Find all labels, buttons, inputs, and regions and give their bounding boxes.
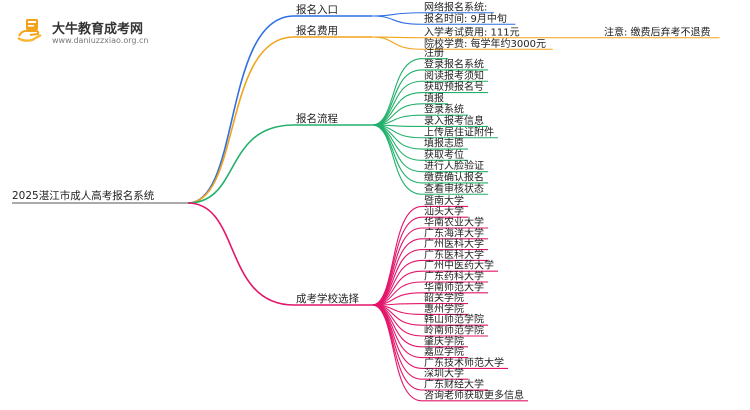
leaf-label: 获取预报名号 (424, 80, 484, 93)
leaf-connector (371, 304, 423, 402)
leaf-label: 深圳大学 (424, 367, 464, 380)
leaf-label: 广东技术师范大学 (424, 356, 504, 369)
leaf-label: 广东海洋大学 (424, 226, 484, 239)
branch-connector (187, 15, 295, 204)
leaf-label: 咨询老师获取更多信息 (424, 388, 524, 401)
leaf-label: 惠州学院 (424, 302, 464, 315)
branch-label: 报名费用 (296, 24, 338, 37)
branch-connector (187, 36, 295, 204)
leaf-label: 登录系统 (424, 103, 464, 116)
root-label: 2025湛江市成人高考报名系统 (12, 189, 155, 202)
leaf-label: 网络报名系统: (424, 0, 487, 13)
leaf-label: 阅读报考须知 (424, 69, 484, 82)
leaf-label: 录入报考信息 (424, 114, 484, 127)
leaf-connector (371, 58, 423, 126)
branch-label: 报名入口 (296, 3, 338, 16)
leaf-connector (371, 12, 423, 17)
leaf-connector (371, 15, 423, 25)
leaf-label: 华南师范大学 (424, 280, 484, 293)
leaf-label: 获取考位 (424, 148, 464, 161)
leaf-connector (371, 124, 423, 195)
leaf-label: 广东药科大学 (424, 270, 484, 283)
leaf-label: 韩山师范学院 (424, 313, 484, 326)
branch-connector (187, 124, 295, 204)
leaf-label: 登录报名系统 (424, 57, 484, 70)
note-label: 注意: 缴费后弃考不退费 (604, 25, 711, 38)
leaf-label: 报名时间: 9月中旬 (424, 12, 507, 25)
book-hand-icon (17, 19, 42, 42)
leaf-label: 查看审核状态 (424, 182, 484, 195)
leaf-label: 岭南师范学院 (424, 324, 484, 337)
leaf-connector (371, 304, 423, 380)
leaf-connector (371, 216, 423, 306)
leaf-label: 汕头大学 (424, 205, 464, 218)
leaf-label: 填报 (424, 91, 444, 104)
leaf-label: 广东财经大学 (424, 378, 484, 391)
branch-connector (187, 202, 295, 306)
branch-label: 成考学校选择 (296, 292, 359, 305)
leaf-label: 广州中医药大学 (424, 259, 494, 272)
leaf-label: 注册 (424, 46, 444, 59)
leaf-label: 广州医科大学 (424, 237, 484, 250)
logo: 大牛教育成考网 www.daniuzzxiao.org.cn (10, 12, 210, 52)
leaf-connector (371, 36, 423, 50)
leaf-label: 进行人脸验证 (424, 159, 484, 172)
logo-url: www.daniuzzxiao.org.cn (52, 36, 149, 45)
leaf-label: 填报志愿 (424, 137, 464, 150)
leaf-label: 广东医科大学 (424, 248, 484, 261)
leaf-label: 缴费确认报名 (424, 170, 484, 183)
leaf-label: 肇庆学院 (424, 334, 464, 347)
leaf-label: 上传居住证附件 (424, 125, 494, 138)
leaf-label: 华南农业大学 (424, 216, 484, 229)
logo-title: 大牛教育成考网 (52, 22, 144, 37)
leaf-label: 院校学费: 每学年约3000元 (424, 37, 546, 50)
branch-label: 报名流程 (296, 112, 338, 125)
leaf-label: 入学考试费用: 111元 (424, 25, 520, 38)
leaf-label: 韶关学院 (424, 291, 464, 304)
leaf-label: 暨南大学 (424, 194, 464, 207)
leaf-label: 嘉应学院 (424, 345, 464, 358)
